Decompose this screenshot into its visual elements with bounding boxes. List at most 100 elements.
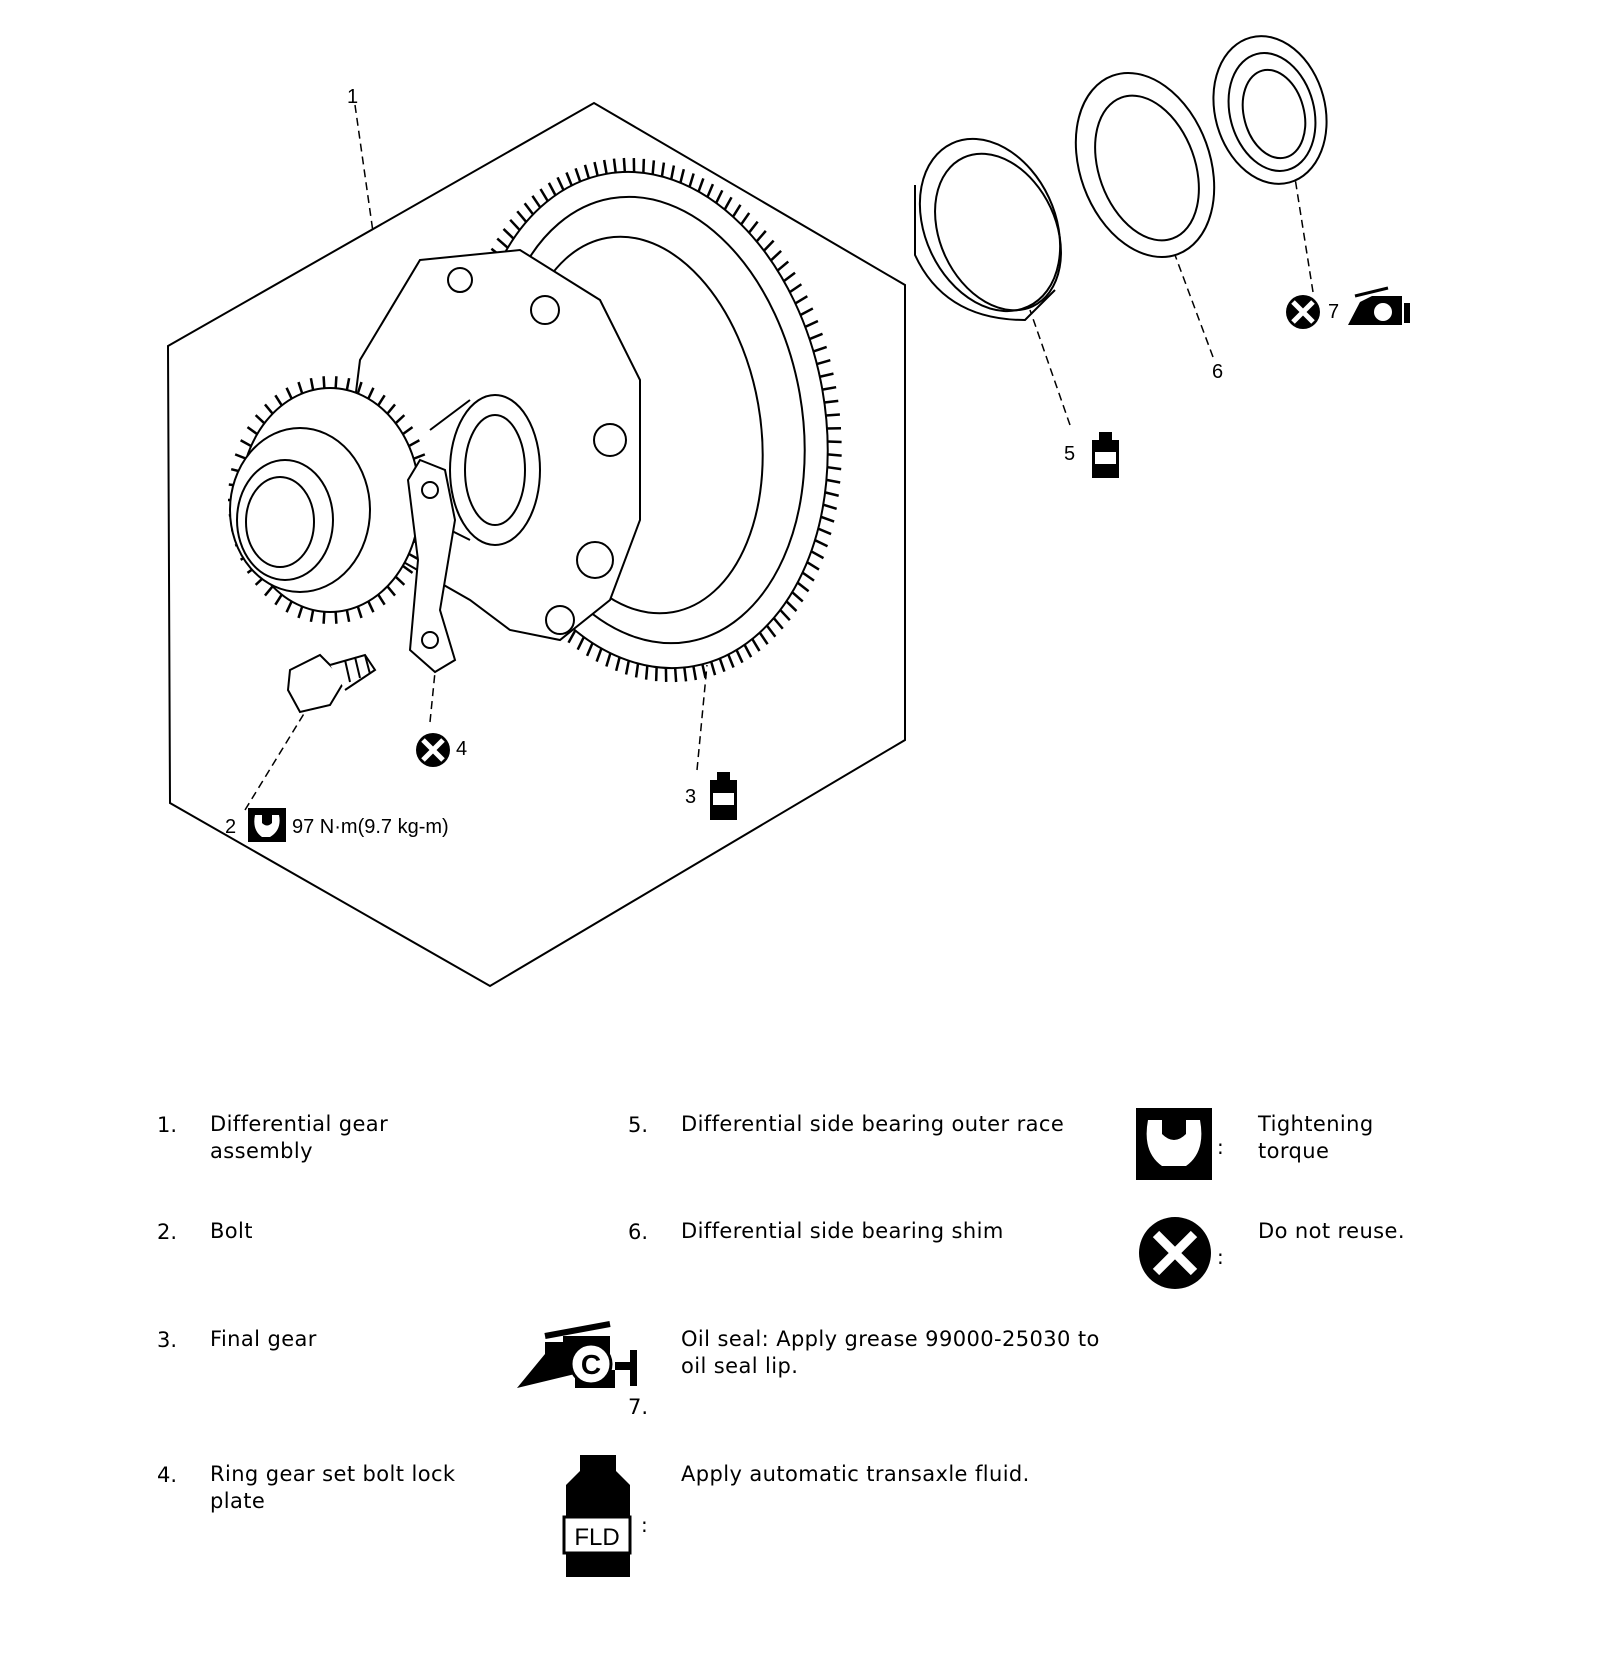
callout-7: 7 — [1328, 301, 1339, 323]
legend-text: Ring gear set bolt lock plate — [210, 1462, 456, 1513]
fluid-bottle-icon: FLD — [562, 1455, 632, 1577]
gear-tooth — [822, 385, 837, 391]
gear-tooth — [806, 561, 820, 571]
x-circle-icon — [1139, 1217, 1211, 1289]
gear-tooth — [516, 210, 528, 223]
gear-tooth — [701, 663, 707, 679]
gear-tooth — [673, 667, 678, 683]
gear-tooth — [402, 426, 414, 436]
gear-tooth — [758, 631, 769, 645]
gear-tooth — [622, 157, 627, 173]
gear-tooth — [651, 160, 656, 175]
callout-4: 4 — [456, 738, 467, 760]
gear-tooth — [799, 307, 814, 317]
gear-tooth — [264, 585, 274, 597]
gear-tooth — [386, 585, 396, 597]
legend-num: 1. — [157, 1113, 178, 1137]
gear-tooth — [809, 332, 823, 341]
legend-text: Bolt — [210, 1219, 253, 1243]
gear-tooth — [813, 345, 828, 353]
gear-tooth — [727, 654, 735, 668]
gear-tooth — [814, 539, 829, 548]
symbol-colon: : — [1217, 1245, 1224, 1269]
gear-tooth — [595, 647, 603, 662]
gear-tooth — [824, 491, 839, 497]
grease-gun-icon — [1348, 286, 1410, 325]
gear-tooth — [602, 159, 608, 175]
gear-tooth — [715, 189, 724, 204]
gear-tooth — [367, 600, 375, 613]
legend-num: 6. — [628, 1220, 649, 1244]
gear-tooth — [804, 319, 819, 329]
leader-1 — [354, 104, 374, 233]
gear-tooth — [709, 661, 717, 676]
gear-tooth — [556, 176, 565, 191]
wrench-icon — [248, 808, 286, 842]
gear-tooth — [496, 237, 509, 249]
gear-tooth — [827, 465, 842, 471]
gear-tooth — [547, 182, 557, 196]
gear-tooth — [624, 660, 630, 675]
gear-tooth — [816, 358, 831, 366]
gear-tooth — [772, 617, 784, 630]
gear-tooth — [765, 624, 777, 638]
gear-tooth — [297, 606, 304, 619]
gear-tooth — [735, 649, 744, 664]
gear-tooth — [345, 609, 351, 623]
gear-tooth — [791, 591, 804, 603]
leader-6 — [1174, 254, 1214, 358]
grease-gun-letter: C — [581, 1349, 601, 1380]
gear-tooth — [785, 600, 798, 612]
wrench-icon — [1136, 1108, 1212, 1180]
fluid-bottle-label: FLD — [574, 1524, 619, 1551]
gear-tooth — [402, 564, 414, 574]
gear-tooth — [822, 503, 838, 510]
gear-tooth — [688, 173, 695, 188]
gear-tooth — [751, 638, 761, 652]
gear-tooth — [377, 394, 386, 407]
gear-tooth — [539, 188, 549, 202]
legend-num: 7. — [628, 1395, 649, 1419]
shim — [1074, 72, 1216, 258]
no-reuse-symbol-text: Do not reuse. — [1258, 1219, 1405, 1243]
torque-symbol-text: Tightening torque — [1258, 1112, 1374, 1163]
gear-tooth — [334, 611, 338, 624]
gear-tooth — [285, 387, 293, 400]
callout-2: 2 — [225, 816, 236, 838]
legend-num: 5. — [628, 1113, 649, 1137]
gear-tooth — [748, 220, 759, 234]
leader-7 — [1294, 177, 1314, 293]
gear-tooth — [614, 656, 621, 672]
gear-tooth — [783, 271, 796, 283]
symbol-colon: : — [1217, 1135, 1224, 1159]
x-circle-icon — [416, 733, 450, 767]
bolt — [286, 653, 377, 714]
gear-tooth — [322, 376, 326, 389]
gear-tooth — [605, 652, 612, 667]
gear-tooth — [574, 167, 582, 182]
leader-2 — [244, 711, 306, 811]
legend-num: 4. — [157, 1463, 178, 1487]
legend-num: 2. — [157, 1220, 178, 1244]
gear-tooth — [240, 439, 252, 448]
gear-tooth — [697, 178, 705, 193]
gear-tooth — [246, 426, 258, 436]
gear-tooth — [660, 162, 666, 177]
gear-tooth — [644, 665, 649, 680]
legend-text: Oil seal: Apply grease 99000-25030 to oi… — [681, 1327, 1100, 1378]
gear-tooth — [826, 478, 841, 484]
gear-tooth — [309, 609, 315, 623]
gear-tooth — [502, 228, 515, 240]
fluid-bottle-icon — [710, 772, 737, 820]
leader-5 — [1029, 309, 1071, 426]
leader-4 — [429, 671, 436, 723]
gear-tooth — [679, 168, 686, 184]
legend-text: Final gear — [210, 1327, 317, 1351]
callout-1: 1 — [347, 86, 358, 108]
gear-tooth — [801, 571, 815, 582]
gear-tooth — [740, 212, 751, 226]
gear-tooth — [779, 609, 791, 622]
gear-tooth — [274, 394, 283, 407]
gear-tooth — [509, 218, 521, 231]
oil-seal — [1212, 35, 1328, 185]
